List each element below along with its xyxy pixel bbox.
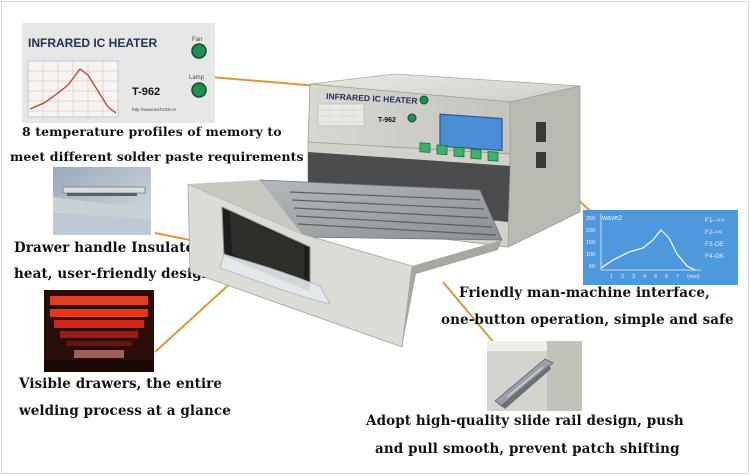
slide-rail-inset [487, 341, 582, 411]
caption-drawers-line2: welding process at a glance [19, 403, 231, 419]
lcd-profile-curve [600, 229, 696, 271]
lamp-button-icon [191, 82, 207, 98]
drawer-handle-inset [53, 167, 151, 235]
ir-heater-machine: INFRARED IC HEATER T-962 [187, 73, 581, 348]
machine-lcd [439, 113, 503, 152]
drawer-interior-inset [44, 290, 154, 372]
lcd-menu-f2: F2-<< [705, 229, 723, 236]
connector-rail [442, 281, 501, 351]
caption-drawers-line1: Visible drawers, the entire [19, 376, 223, 392]
caption-profiles-line2: meet different solder paste requirements [10, 149, 304, 164]
lcd-x-tick-1: 1 [610, 274, 613, 280]
lcd-y-tick-100: 100 [586, 252, 595, 258]
caption-profiles-line1: 8 temperature profiles of memory to [22, 124, 282, 139]
fan-label: Fan [192, 37, 202, 43]
lcd-x-tick-4: 4 [643, 274, 646, 280]
lcd-y-tick-200: 200 [586, 228, 595, 234]
handle-bar [62, 186, 146, 194]
control-panel-inset: INFRARED IC HEATER T-962 http://www.tech… [22, 23, 215, 123]
lcd-menu-f4: F4-OK [705, 253, 725, 260]
panel-inset-website: http://www.tech168.cn [132, 107, 177, 112]
lcd-screen-inset: wave2 250 200 150 100 50 1 2 3 4 5 6 7 (… [583, 210, 738, 285]
machine-model: T-962 [378, 117, 396, 124]
caption-handle-line2: heat, user-friendly design [14, 266, 212, 282]
caption-interface-line2: one-button operation, simple and safe [441, 312, 734, 328]
panel-inset-model: T-962 [132, 86, 160, 98]
lcd-x-tick-7: 7 [676, 274, 679, 280]
machine-title: INFRARED IC HEATER [326, 91, 418, 106]
lamp-label: Lamp [189, 75, 205, 81]
fan-button-icon [191, 43, 207, 59]
lcd-menu-f1: F1-->> [705, 217, 725, 224]
lcd-profile-label: wave2 [601, 215, 622, 222]
profile-curve [29, 68, 117, 114]
lcd-y-tick-150: 150 [586, 240, 595, 246]
drawer-handle [219, 253, 331, 305]
caption-rail-line1: Adopt high-quality slide rail design, pu… [366, 413, 684, 429]
panel-inset-title: INFRARED IC HEATER [28, 36, 157, 50]
lcd-menu-f3: F3-OE [705, 241, 725, 248]
caption-rail-line2: and pull smooth, prevent patch shifting [375, 441, 680, 457]
lcd-y-tick-50: 50 [589, 264, 595, 270]
caption-interface-line1: Friendly man-machine interface, [459, 285, 710, 301]
lcd-x-tick-6: 6 [665, 274, 668, 280]
lcd-y-tick-250: 250 [586, 216, 595, 222]
caption-handle-line1: Drawer handle Insulated [14, 240, 204, 256]
lcd-x-tick-3: 3 [632, 274, 635, 280]
lcd-x-unit: (min) [687, 274, 700, 280]
lcd-x-tick-2: 2 [621, 274, 624, 280]
lcd-x-tick-5: 5 [654, 274, 657, 280]
